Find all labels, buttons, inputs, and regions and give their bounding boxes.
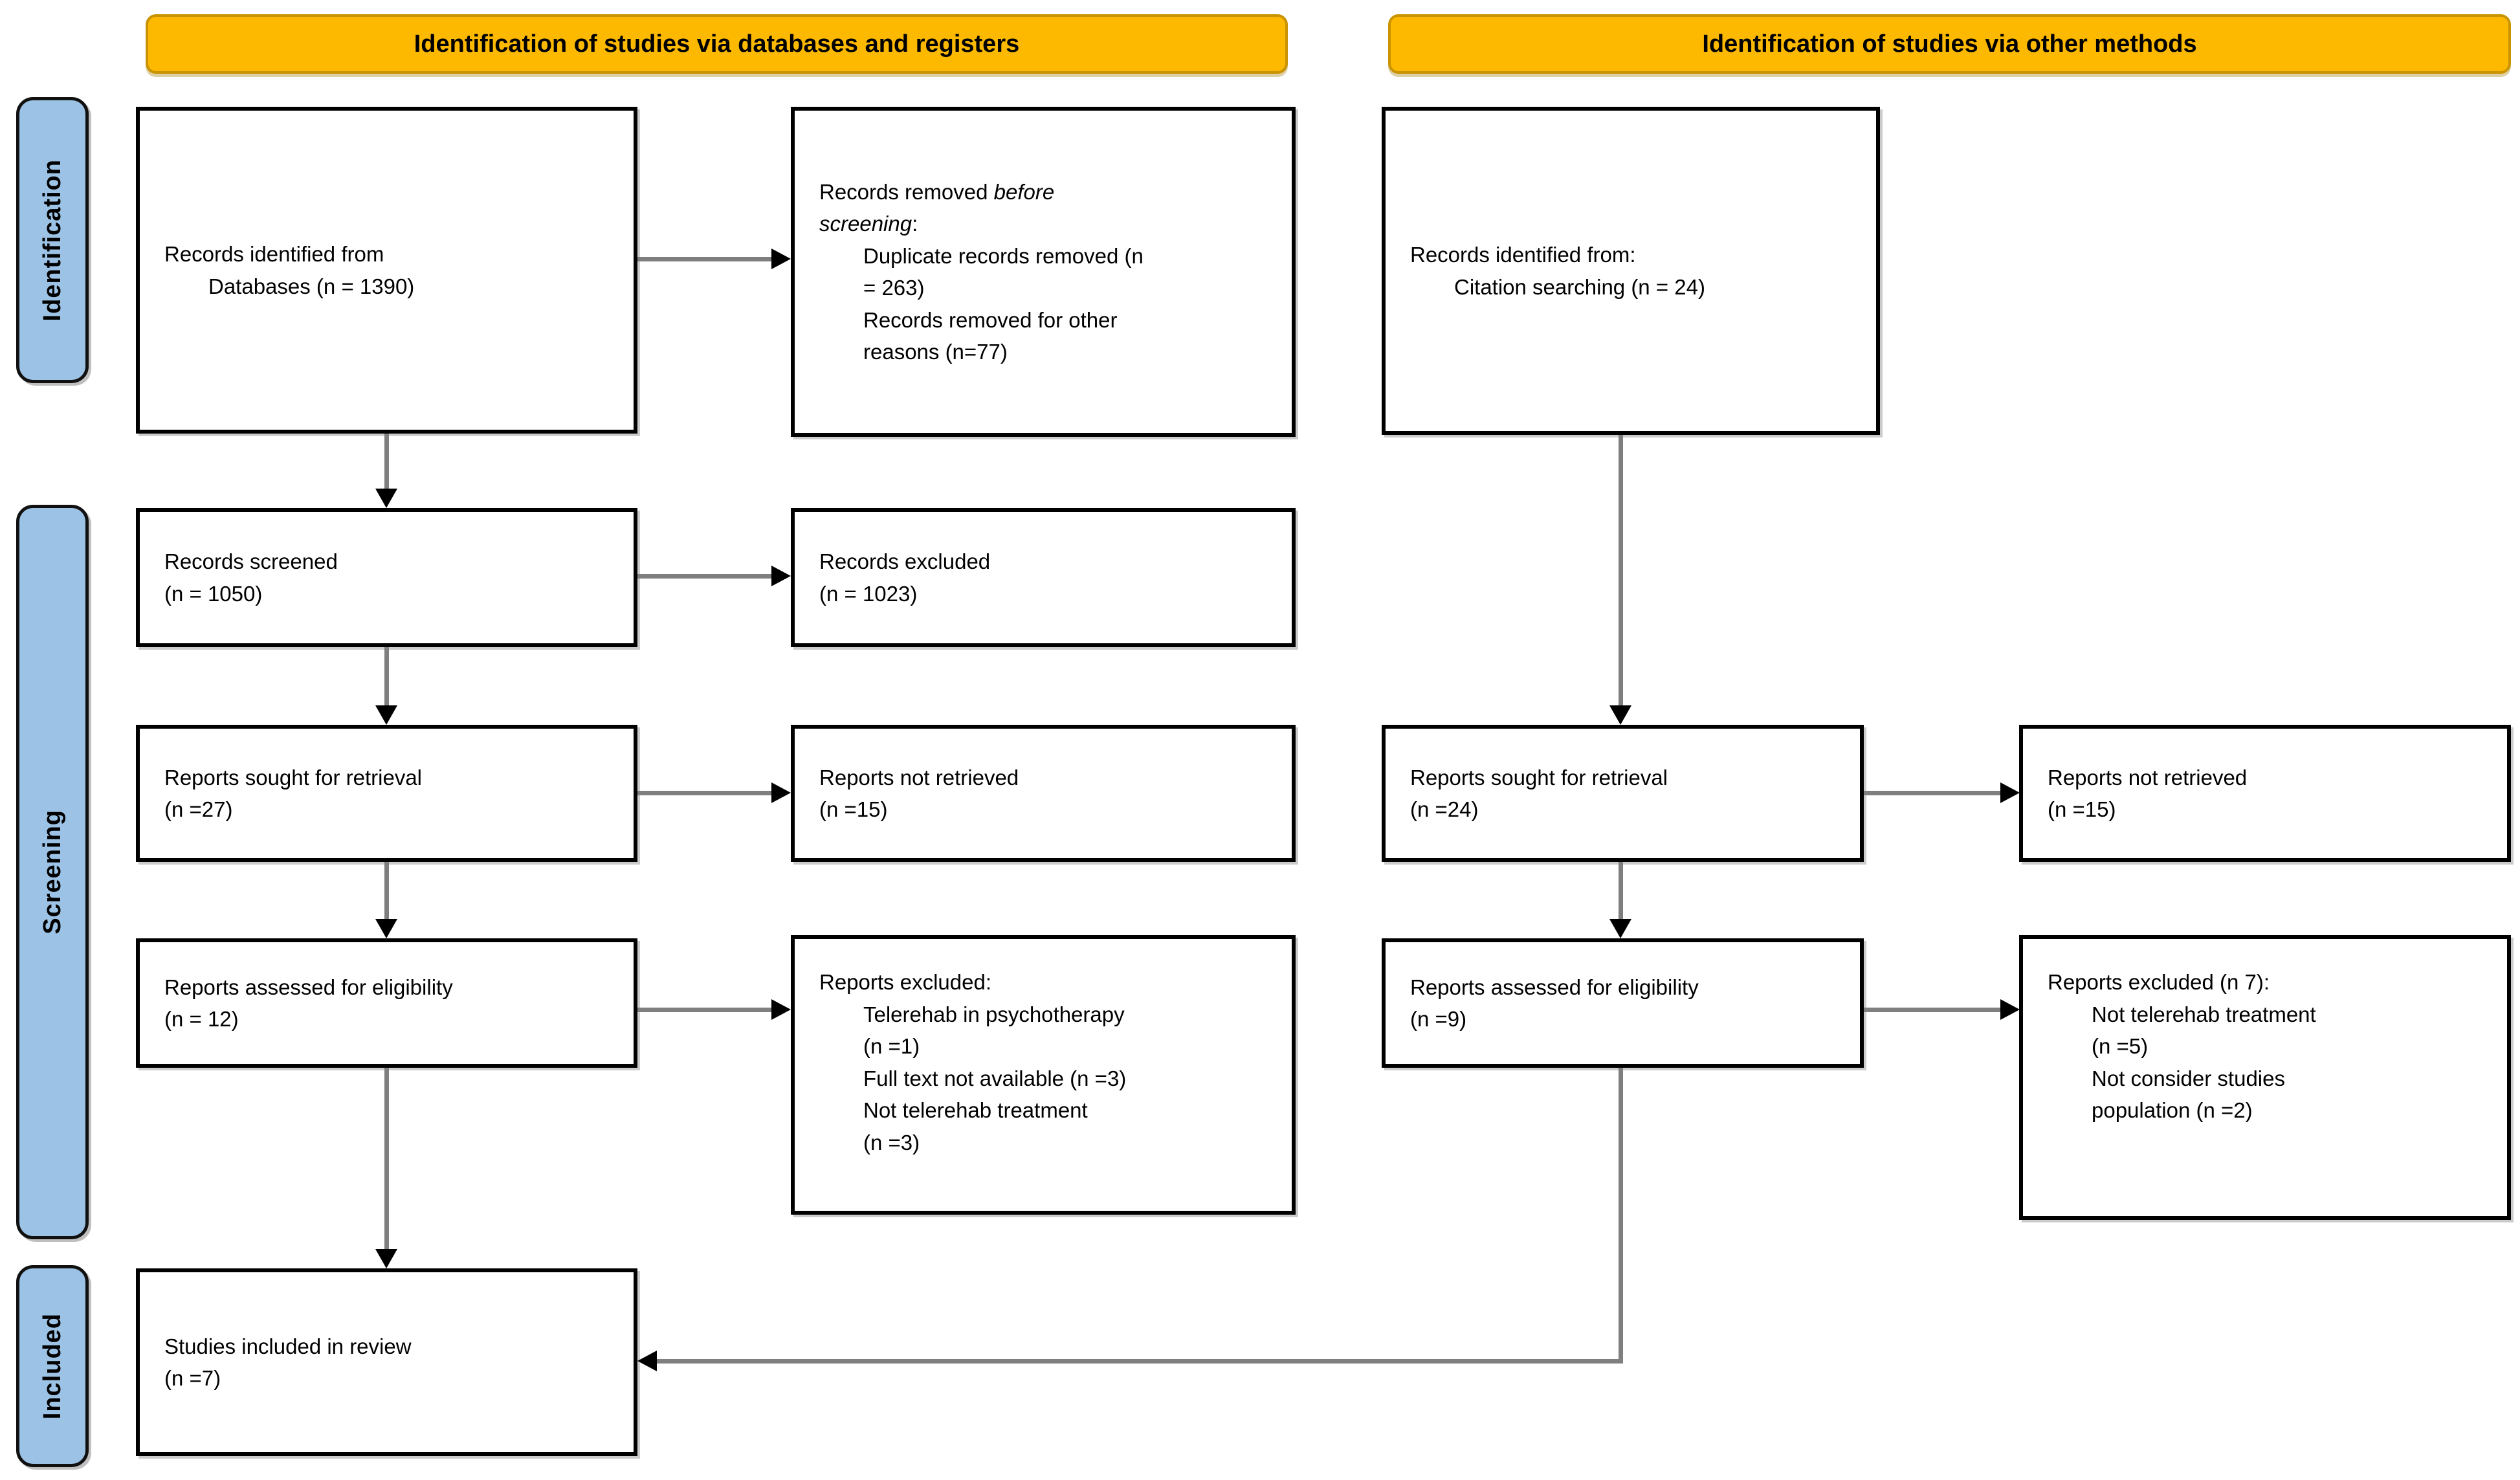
arrowhead-screened-to-sought xyxy=(375,705,397,725)
box-citation-identified: Records identified from:Citation searchi… xyxy=(1382,107,1880,435)
arrowhead-sought-to-not-retrieved-left xyxy=(771,782,791,803)
box-reports-not-retrieved-right: Reports not retrieved(n =15) xyxy=(2019,725,2511,862)
connector-identified-to-removed xyxy=(637,257,772,261)
arrowhead-identified-to-removed xyxy=(771,249,791,269)
connector-screened-to-excluded xyxy=(637,574,772,579)
arrowhead-assessed-to-excluded-left xyxy=(771,999,791,1020)
box-reports-assessed-right: Reports assessed for eligibility(n =9) xyxy=(1382,938,1864,1068)
banner-other-label: Identification of studies via other meth… xyxy=(1702,30,2197,58)
box-studies-included: Studies included in review(n =7) xyxy=(136,1268,637,1456)
stage-screening: Screening xyxy=(16,505,89,1239)
connector-sought-to-not-retrieved-right xyxy=(1864,791,2001,795)
connector-assessed-right-down xyxy=(1619,1068,1623,1361)
connector-assessed-to-included xyxy=(384,1068,389,1251)
box-reports-assessed-left: Reports assessed for eligibility(n = 12) xyxy=(136,938,637,1068)
box-reports-sought-right: Reports sought for retrieval(n =24) xyxy=(1382,725,1864,862)
box-records-excluded: Records excluded(n = 1023) xyxy=(791,508,1296,647)
connector-sought-to-assessed-right xyxy=(1619,862,1623,921)
connector-assessed-right-to-included xyxy=(656,1359,1623,1364)
arrowhead-sought-to-assessed-left xyxy=(375,919,397,938)
arrowhead-citation-to-sought-right xyxy=(1609,705,1631,725)
stage-identification: Identification xyxy=(16,97,89,383)
arrowhead-sought-to-assessed-right xyxy=(1609,919,1631,938)
banner-databases-registers: Identification of studies via databases … xyxy=(146,14,1288,74)
arrowhead-assessed-right-to-included xyxy=(637,1351,657,1371)
arrowhead-sought-to-not-retrieved-right xyxy=(2000,782,2020,803)
box-records-screened: Records screened(n = 1050) xyxy=(136,508,637,647)
box-reports-sought-left: Reports sought for retrieval(n =27) xyxy=(136,725,637,862)
arrowhead-screened-to-excluded xyxy=(771,566,791,586)
box-reports-excluded-right: Reports excluded (n 7):Not telerehab tre… xyxy=(2019,935,2511,1220)
stage-screening-label: Screening xyxy=(38,810,66,934)
connector-screened-to-sought xyxy=(384,647,389,707)
connector-sought-to-assessed-left xyxy=(384,862,389,921)
connector-identified-to-screened xyxy=(384,434,389,491)
connector-assessed-to-excluded-right xyxy=(1864,1008,2001,1012)
stage-included-label: Included xyxy=(38,1312,66,1420)
arrowhead-assessed-to-excluded-right xyxy=(2000,999,2020,1020)
box-reports-excluded-left: Reports excluded:Telerehab in psychother… xyxy=(791,935,1296,1215)
arrowhead-assessed-to-included xyxy=(375,1249,397,1268)
connector-assessed-to-excluded-left xyxy=(637,1008,772,1012)
connector-citation-to-sought-right xyxy=(1619,435,1623,707)
stage-included: Included xyxy=(16,1265,89,1467)
connector-sought-to-not-retrieved-left xyxy=(637,791,772,795)
arrowhead-identified-to-screened xyxy=(375,489,397,508)
banner-other-methods: Identification of studies via other meth… xyxy=(1388,14,2511,74)
stage-identification-label: Identification xyxy=(38,159,66,322)
banner-databases-label: Identification of studies via databases … xyxy=(414,30,1020,58)
box-reports-not-retrieved-left: Reports not retrieved(n =15) xyxy=(791,725,1296,862)
